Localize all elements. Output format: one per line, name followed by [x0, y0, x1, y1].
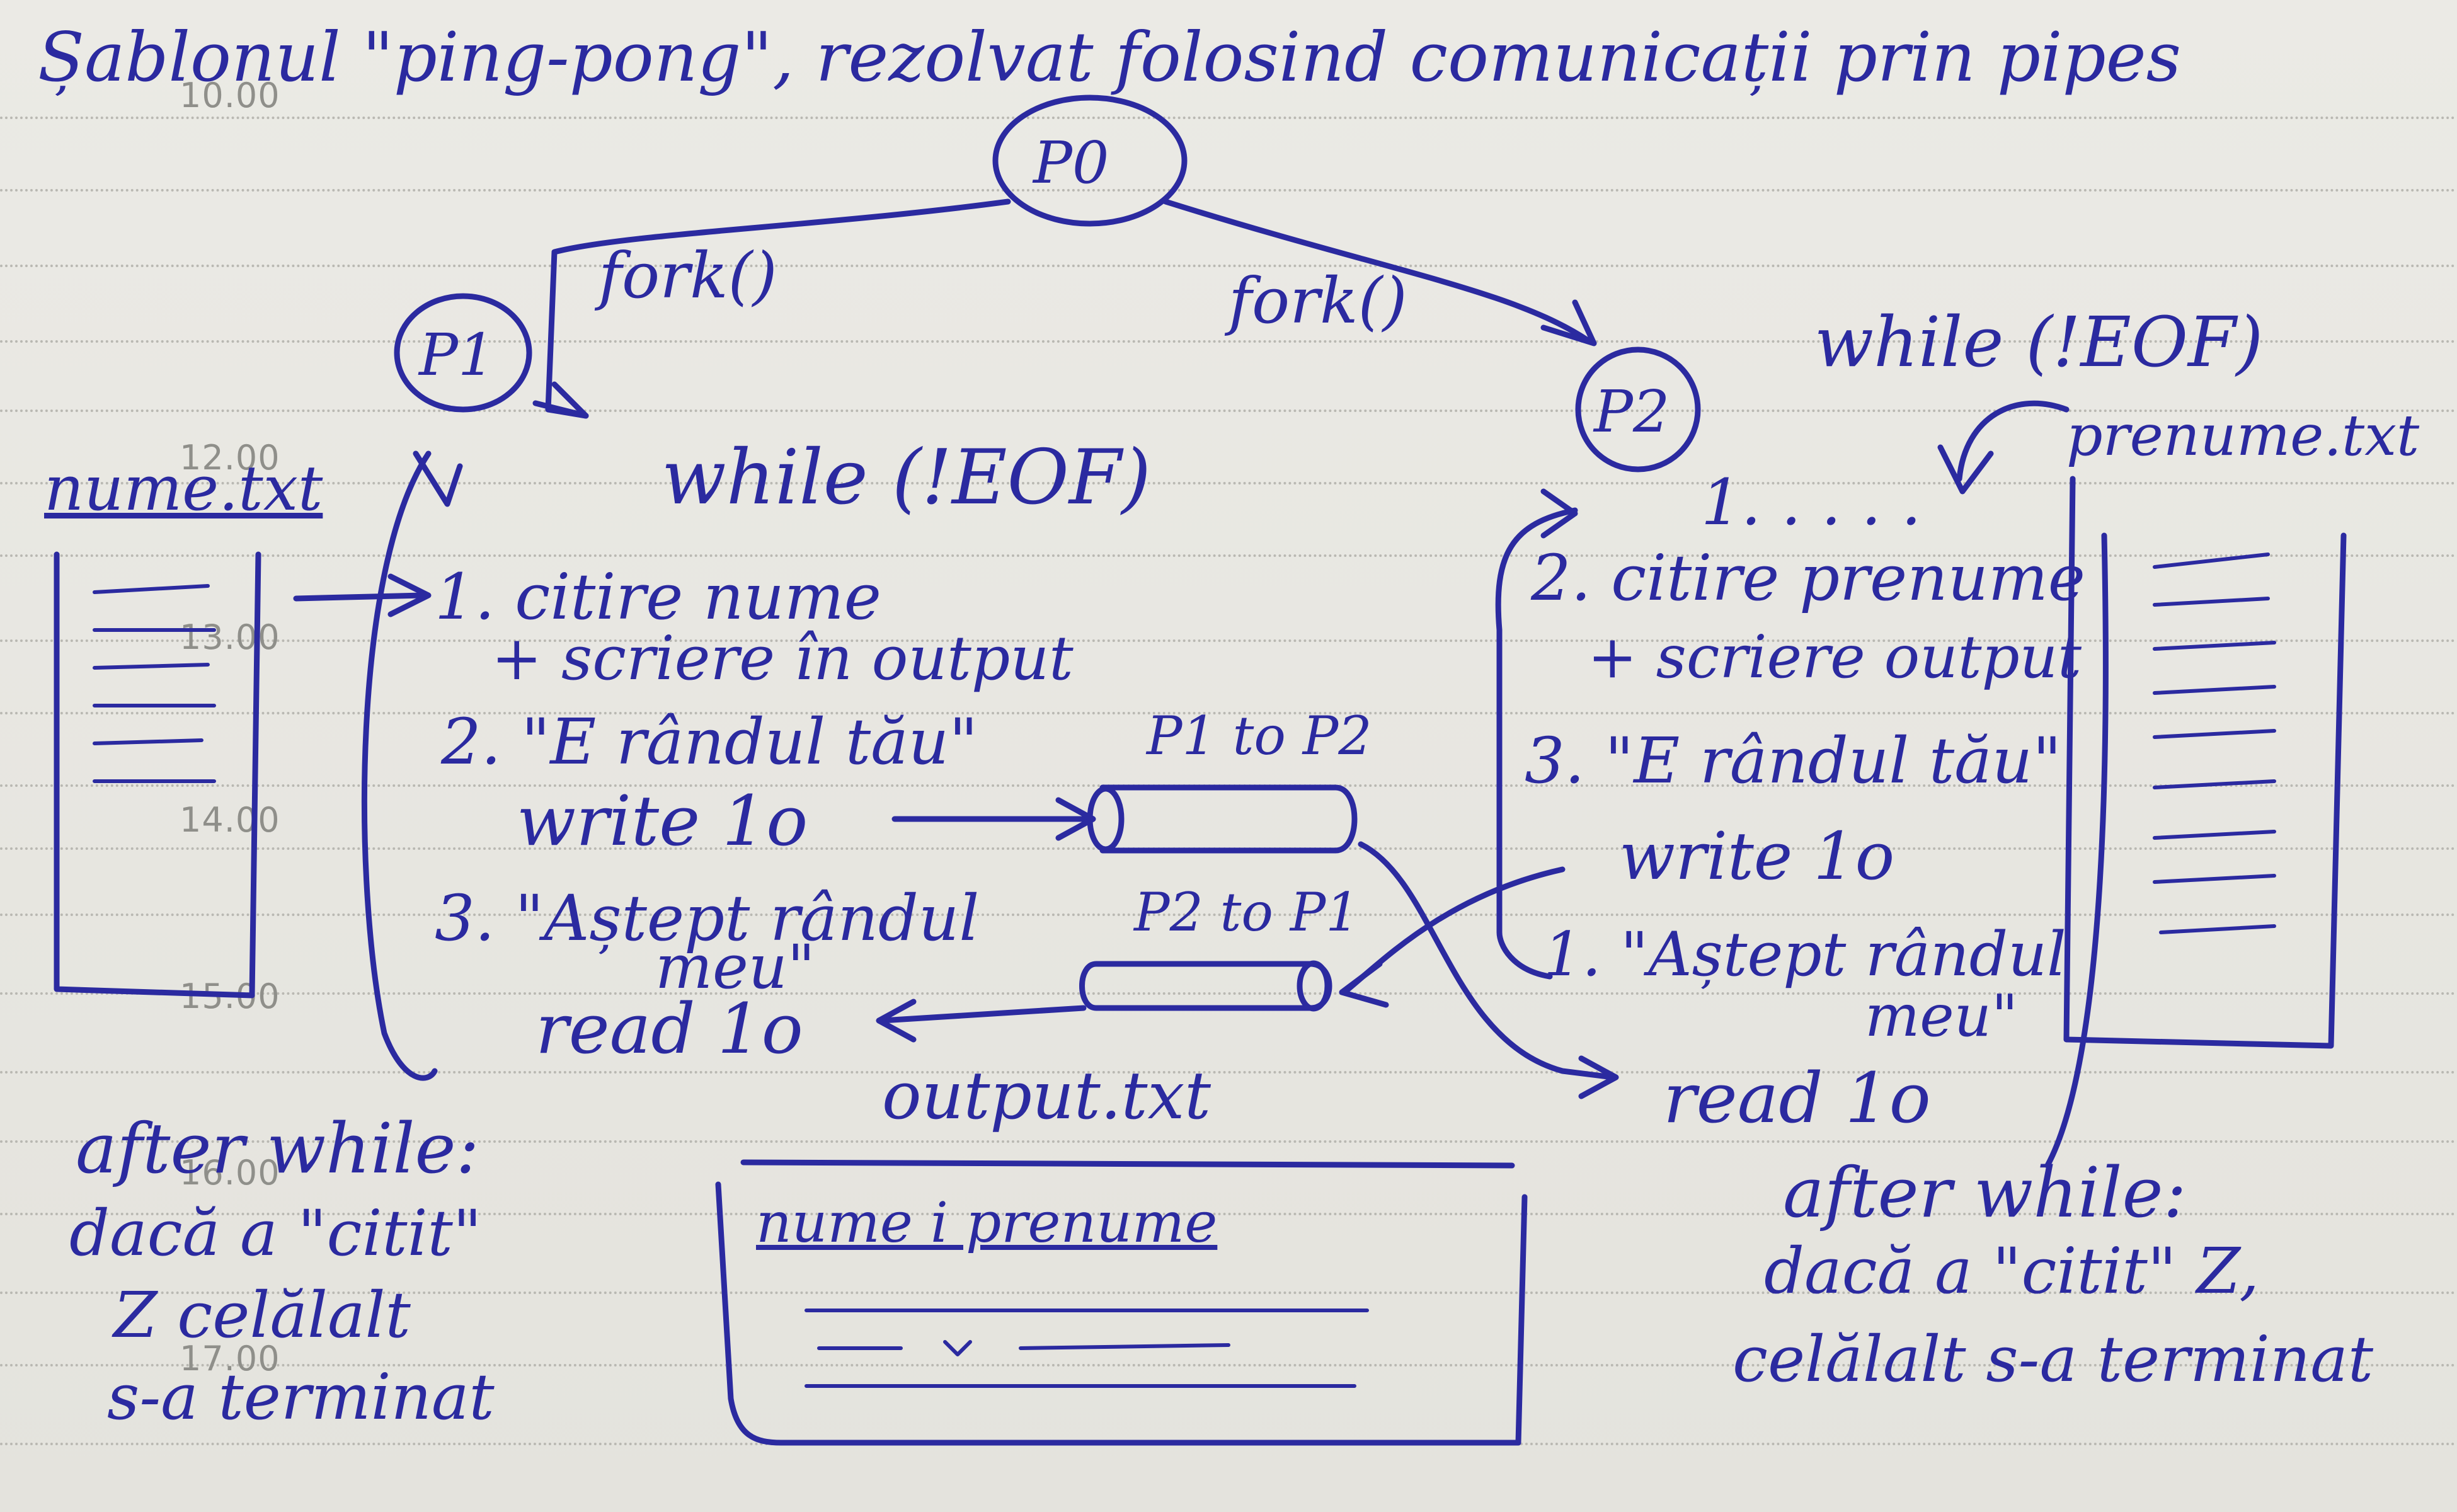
pipe-to-p1-read-arrowhead	[876, 999, 917, 1043]
p2-loop-label: while (!EOF)	[1814, 302, 2264, 382]
p1-step-3c: read 1o	[536, 988, 803, 1069]
p1-step-2: 2. "E rândul tău"	[441, 705, 978, 779]
p2-step-1b: meu"	[1865, 982, 2019, 1050]
ruled-line	[0, 914, 2457, 916]
file-prenume-lines	[2153, 553, 2276, 934]
p1-after-3: s-a terminat	[107, 1360, 495, 1434]
ruled-line	[0, 992, 2457, 995]
p2-after-1: dacă a "citit" Z,	[1764, 1234, 2260, 1308]
pipe-p1-to-p2	[1099, 784, 1358, 854]
ruled-line	[0, 1292, 2457, 1294]
process-p0-node	[992, 94, 1188, 227]
read-nume-arrow	[293, 592, 425, 602]
pipe-to-p1-read	[879, 1005, 1087, 1024]
ruled-line	[0, 554, 2457, 557]
ruled-line	[0, 340, 2457, 343]
ruled-line	[0, 410, 2457, 412]
read-prenume-arrowhead	[1937, 444, 1994, 495]
p2-after-2: celălalt s-a terminat	[1732, 1322, 2374, 1396]
read-prenume-arrow	[1956, 400, 2070, 482]
p2-step-3b: write 1o	[1619, 818, 1895, 895]
p1-step-2b: write 1o	[517, 781, 808, 861]
file-output-box	[715, 1181, 1528, 1446]
pipe-label-p1-to-p2: P1 to P2	[1147, 705, 1372, 767]
write-arrowhead-p1	[1055, 797, 1096, 841]
diagram-title: Șablonul "ping-pong", rezolvat folosind …	[38, 18, 2182, 97]
ruled-line	[0, 639, 2457, 642]
file-output-label: output.txt	[882, 1057, 1211, 1134]
p2-outer-loop	[2044, 532, 2109, 1169]
fork-arrowhead-right	[1540, 299, 1597, 346]
fork-edge-right	[1162, 198, 1591, 343]
p1-step-1b: + scriere în output	[491, 623, 1074, 694]
p1-loop-label: while (!EOF)	[662, 434, 1152, 522]
p1-step-3b: meu"	[655, 932, 815, 1002]
p1-after-1: dacă a "citit"	[69, 1196, 482, 1270]
p2-step-2b: + scriere output	[1588, 623, 2082, 692]
p1-loop-bracket	[362, 450, 438, 1081]
fork-label-right: fork()	[1228, 264, 1407, 338]
time-label: 10.00	[180, 76, 280, 115]
file-prenume-label: prenume.txt	[2066, 403, 2420, 469]
time-label: 12.00	[180, 438, 280, 478]
ruled-line	[0, 482, 2457, 484]
p1-after-head: after while:	[76, 1108, 479, 1189]
p2-step-1: 1. "Aștept rândul	[1544, 919, 2066, 990]
process-p1-label: P1	[418, 321, 495, 389]
ruled-line	[0, 117, 2457, 119]
fork-edge-left	[545, 198, 1011, 419]
process-p2-node	[1575, 346, 1701, 472]
file-output-lines	[805, 1309, 1369, 1388]
file-output-top	[740, 1159, 1515, 1169]
p2-step-1c: read 1o	[1663, 1058, 1931, 1138]
p2-step-dots: 1. . . . .	[1701, 466, 1922, 539]
file-nume-box	[54, 551, 261, 999]
p1-step-1: 1. citire nume	[435, 560, 881, 634]
p2-step-2: 2. citire prenume	[1531, 541, 2085, 615]
time-label: 16.00	[180, 1153, 280, 1193]
pipe-p2-to-p1-end	[1297, 960, 1331, 1012]
p2-after-head: after while:	[1783, 1152, 2187, 1233]
pipe-p2-to-p1	[1079, 961, 1332, 1011]
process-p0-label: P0	[1032, 129, 1109, 197]
ruled-line	[0, 712, 2457, 714]
file-output-scribble	[817, 1340, 1230, 1356]
ruled-line	[0, 1140, 2457, 1143]
fork-arrowhead-left	[532, 381, 589, 419]
fork-label-left: fork()	[598, 239, 777, 312]
pipe-to-p2-read-arrowhead	[1578, 1055, 1619, 1099]
file-nume-lines	[93, 584, 216, 783]
p2-loop-arrowhead	[1540, 488, 1578, 539]
ruled-line	[0, 189, 2457, 192]
read-nume-arrowhead	[387, 573, 432, 617]
process-p2-label: P2	[1593, 378, 1670, 445]
file-nume-label: nume.txt	[44, 453, 323, 525]
pipe-label-p2-to-p1: P2 to P1	[1134, 881, 1360, 943]
p1-after-2: Z celălalt	[113, 1278, 411, 1352]
write-arrowhead-p2	[1339, 961, 1389, 1008]
time-label: 13.00	[180, 617, 280, 657]
p2-loop-bracket	[1495, 507, 1578, 980]
pipe-to-p2-read	[1358, 841, 1616, 1080]
p1-loop-arrowhead	[413, 450, 463, 507]
process-p1-node	[394, 293, 532, 413]
ruled-line	[0, 265, 2457, 267]
ruled-line	[0, 1213, 2457, 1215]
ruled-line	[0, 1364, 2457, 1366]
time-label: 17.00	[180, 1339, 280, 1378]
file-output-first-line: nume i prenume	[756, 1190, 1218, 1255]
time-label: 14.00	[180, 800, 280, 840]
p1-step-3: 3. "Aștept rândul	[435, 881, 980, 955]
p2-step-3: 3. "E rândul tău"	[1525, 724, 2062, 798]
ruled-line	[0, 1071, 2457, 1074]
file-prenume-box	[2063, 476, 2347, 1049]
